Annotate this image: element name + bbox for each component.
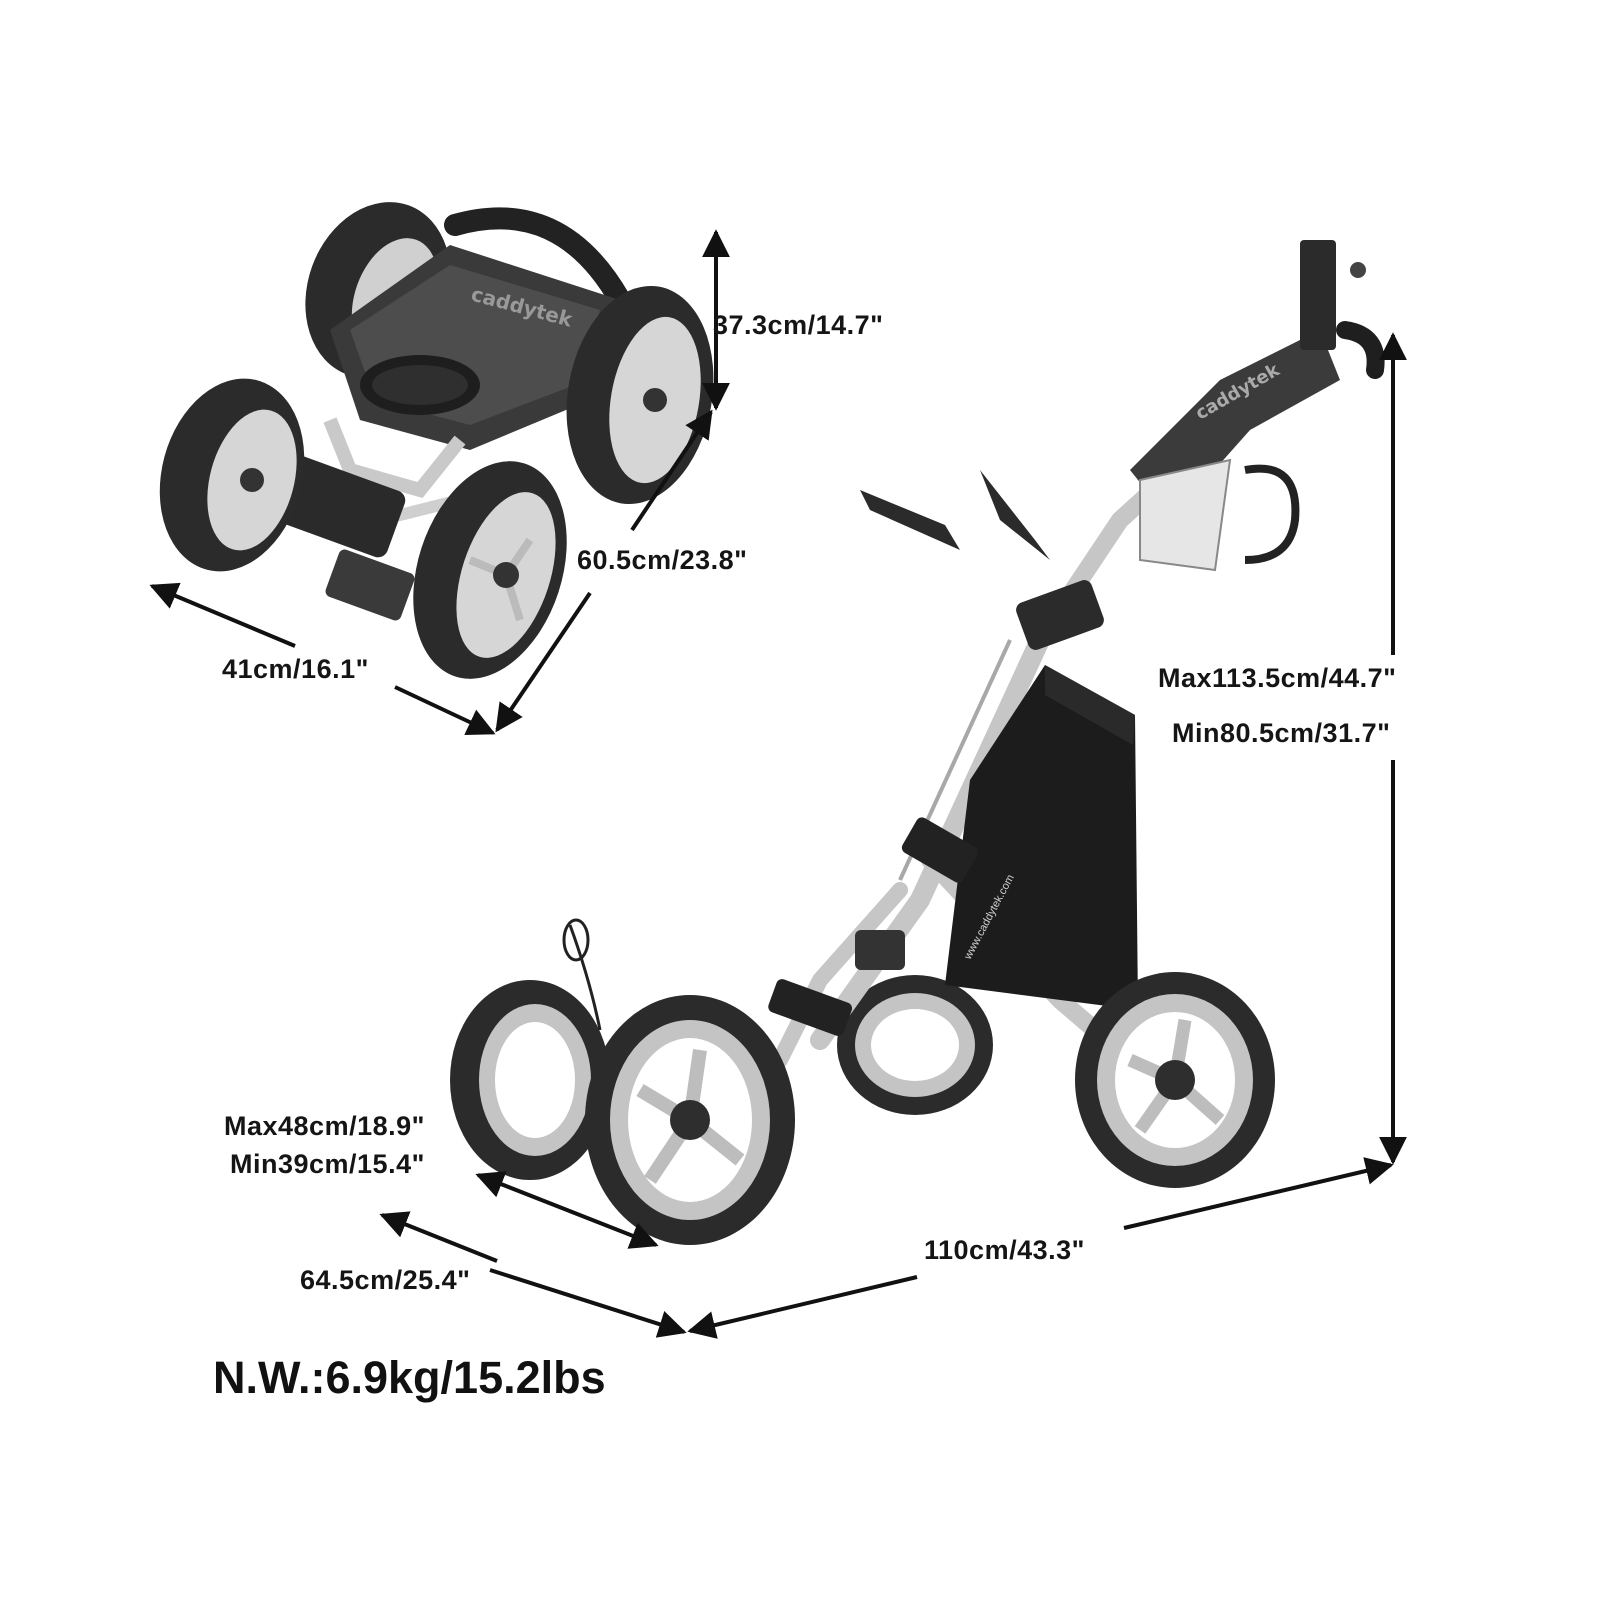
folded-wheel-front-right: [413, 461, 567, 679]
umbrella-holder: [1300, 240, 1336, 350]
arrow-open-length-right: [1123, 1157, 1394, 1230]
arrow-folded-width-right: [394, 685, 496, 735]
label-open-height-max: Max113.5cm/44.7": [1158, 663, 1397, 693]
open-wheel-back-right: [837, 975, 993, 1115]
open-wheel-front-right: [1075, 972, 1275, 1188]
folded-cart-image: caddytek: [159, 202, 714, 679]
open-frame-main-tube: [810, 630, 1050, 1050]
net-weight-label: N.W.:6.9kg/15.2lbs: [213, 1352, 606, 1403]
label-folded-width: 41cm/16.1": [222, 654, 369, 684]
label-open-width: 64.5cm/25.4": [300, 1265, 471, 1295]
open-wheel-front-left: [585, 995, 795, 1245]
folded-handle: [444, 207, 631, 311]
label-handle-height-min: Min39cm/15.4": [230, 1149, 425, 1179]
dimension-arrows: [149, 229, 1407, 1339]
arrow-open-width-right: [489, 1268, 687, 1338]
arrow-open-length-left: [687, 1275, 918, 1339]
open-wheel-back-left: [450, 980, 610, 1180]
open-cart-image: www.caddytek.com caddytek: [450, 240, 1385, 1245]
foot-brake: [860, 490, 960, 550]
folded-frame-tubes: [323, 417, 466, 499]
arrow-handle-height: [475, 1171, 659, 1249]
handle-grip: [1336, 321, 1385, 379]
label-folded-height: 37.3cm/14.7": [713, 310, 884, 340]
arrow-open-width-left: [379, 1211, 498, 1263]
folded-wheel-back-right: [566, 285, 714, 505]
label-folded-length: 60.5cm/23.8": [577, 545, 748, 575]
open-cart-bag: [945, 665, 1138, 1010]
open-cart-mesh-holder: [1139, 458, 1232, 572]
arrow-folded-length-upper: [630, 409, 713, 532]
cup-holder: [1244, 464, 1300, 564]
label-open-length: 110cm/43.3": [924, 1235, 1085, 1265]
label-handle-height-max: Max48cm/18.9": [224, 1111, 425, 1141]
folded-wheel-front-left: [159, 378, 305, 572]
label-open-height-min: Min80.5cm/31.7": [1172, 718, 1391, 748]
arrow-folded-width-left: [149, 582, 296, 648]
arrow-folded-length-lower: [495, 591, 592, 733]
